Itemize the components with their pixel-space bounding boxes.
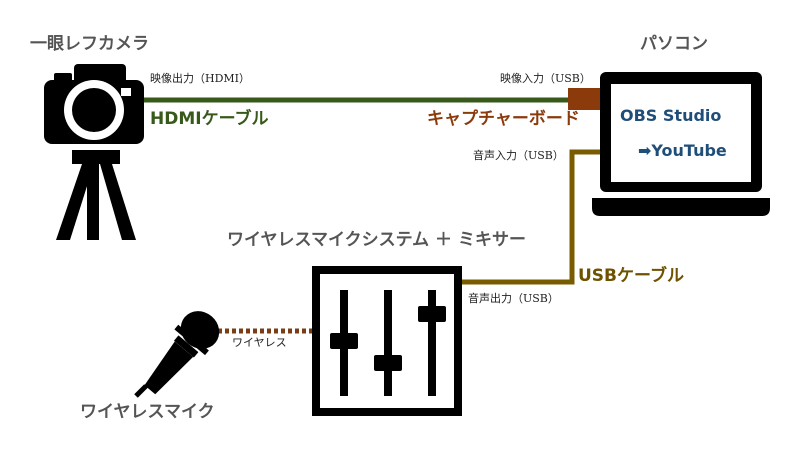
usb-cable-line — [462, 149, 600, 285]
wireless-label: ワイヤレス — [232, 336, 287, 349]
hdmi-cable-label: HDMIケーブル — [150, 109, 269, 129]
audio-in-label: 音声入力（USB） — [473, 149, 564, 162]
youtube-destination: ➡YouTube — [638, 143, 727, 159]
wireless-mic-label: ワイヤレスマイク — [80, 402, 215, 422]
tripod-icon — [56, 150, 136, 240]
obs-studio-label: OBS Studio — [620, 106, 722, 125]
mixer-icon — [312, 266, 462, 416]
camera-label: 一眼レフカメラ — [30, 34, 149, 54]
usb-cable-label: USBケーブル — [578, 266, 684, 286]
mixer-system-label: ワイヤレスマイクシステム ＋ ミキサー — [227, 230, 526, 250]
capture-board — [568, 88, 600, 110]
laptop-icon — [592, 72, 770, 216]
video-out-label: 映像出力（HDMI） — [150, 72, 251, 85]
pc-label: パソコン — [640, 34, 708, 54]
audio-out-label: 音声出力（USB） — [468, 292, 559, 305]
camera-icon — [44, 64, 144, 144]
youtube-label: YouTube — [651, 141, 727, 160]
arrow-right-icon: ➡ — [638, 141, 652, 160]
microphone-icon — [134, 311, 220, 398]
video-in-label: 映像入力（USB） — [500, 72, 591, 85]
capture-board-label: キャプチャーボード — [427, 109, 580, 129]
